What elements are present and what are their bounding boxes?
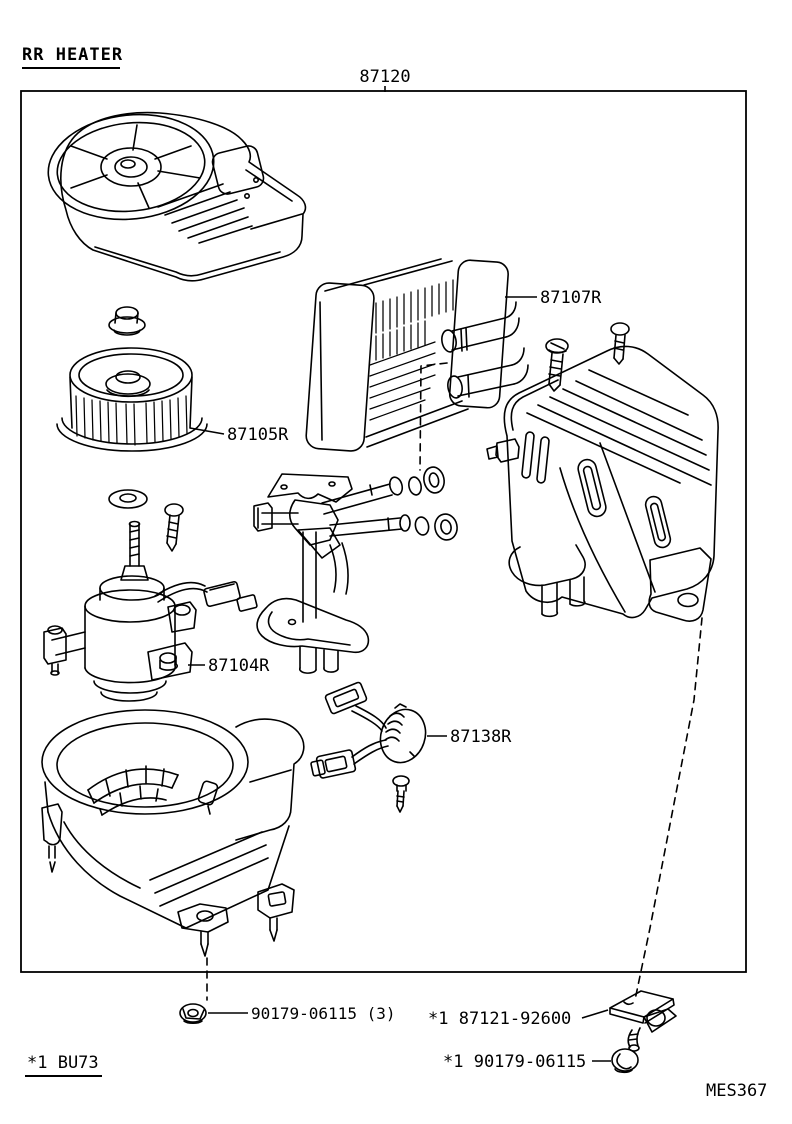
label-heater-core: 87107R xyxy=(540,288,602,308)
o-rings-drawing xyxy=(408,466,458,541)
dashed-link-core-to-orings xyxy=(419,362,448,471)
blower-case-upper-drawing xyxy=(47,111,307,282)
blower-case-lower-drawing xyxy=(41,709,305,957)
label-blower-wheel: 87105R xyxy=(227,425,289,445)
assembly-number-label: 87120 xyxy=(359,67,410,87)
blower-wheel-drawing xyxy=(56,347,208,452)
case-screw-a-drawing xyxy=(545,338,569,392)
label-bracket: *1 87121-92600 xyxy=(428,1009,571,1029)
leader-blower-wheel xyxy=(189,427,225,435)
blower-motor-drawing xyxy=(43,489,258,702)
flange-nut-drawing xyxy=(179,1003,207,1025)
label-blower-motor: 87104R xyxy=(208,656,270,676)
heater-core-drawing xyxy=(305,258,529,452)
label-heater-resistor: 87138R xyxy=(450,727,512,747)
diagram-frame xyxy=(20,90,747,973)
figure-code-label: MES367 xyxy=(706,1081,767,1101)
pipe-assembly-drawing xyxy=(253,473,411,674)
cap-nut-drawing xyxy=(108,306,146,336)
footnote-label: *1 BU73 xyxy=(27,1053,99,1073)
label-screw-qty: 90179-06115 (3) xyxy=(251,1004,396,1023)
dashed-link-case-to-bracket xyxy=(634,617,703,1001)
resistor-harness-drawing xyxy=(310,681,427,779)
mounting-nut-drawing xyxy=(611,1048,639,1074)
heater-case-drawing xyxy=(486,345,719,622)
label-nut: *1 90179-06115 xyxy=(443,1052,586,1072)
page-title: RR HEATER xyxy=(22,45,123,65)
case-screw-b-drawing xyxy=(610,322,630,365)
mounting-bracket-drawing xyxy=(609,990,677,1052)
harness-screw-drawing xyxy=(392,775,410,813)
leader-bracket xyxy=(581,1009,609,1019)
